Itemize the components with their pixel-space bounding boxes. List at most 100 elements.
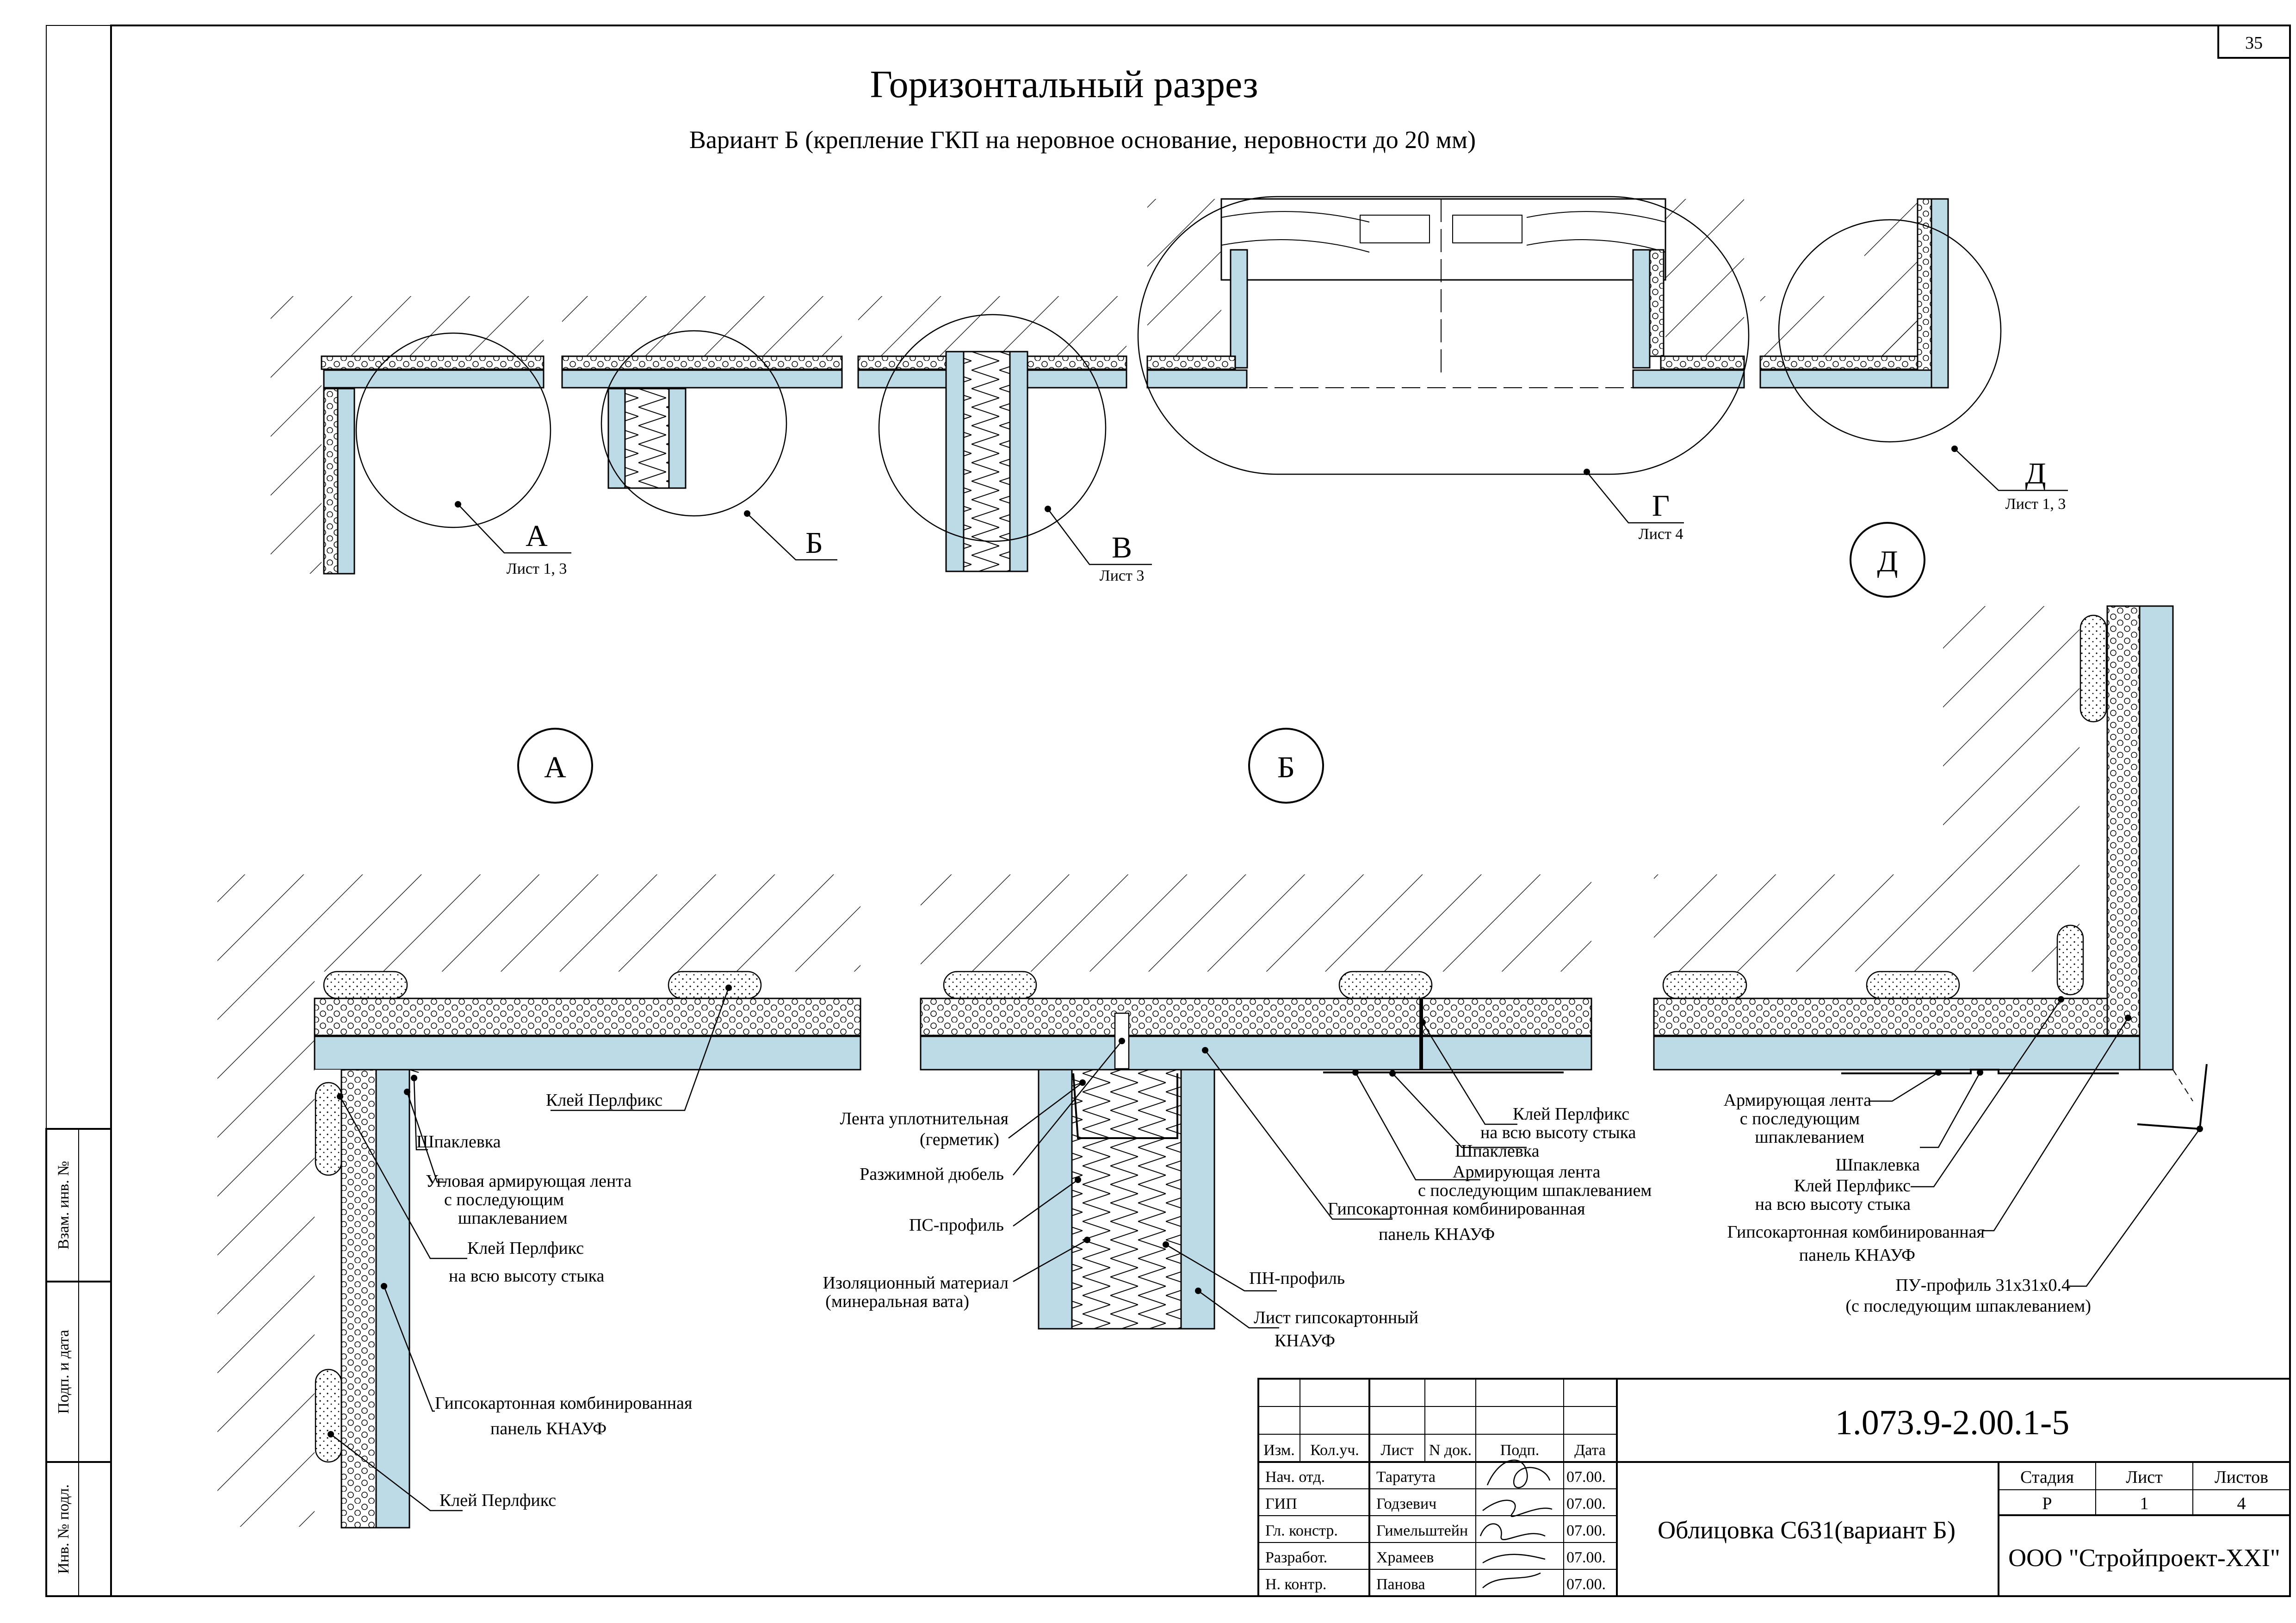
row4-date: 07.00. [1566, 1576, 1606, 1593]
row2-date: 07.00. [1566, 1522, 1606, 1539]
detail-d [1653, 605, 2174, 1074]
b-tape-1: Армирующая лента [1453, 1162, 1600, 1182]
callout-v-ref: Лист 3 [1100, 567, 1145, 584]
callout-g-ref: Лист 4 [1639, 526, 1683, 543]
sheets-value: 4 [2237, 1494, 2246, 1513]
callout-g-outline [1137, 196, 1750, 475]
b-panel-2: панель КНАУФ [1379, 1225, 1495, 1244]
row1-name: Годзевич [1376, 1495, 1436, 1512]
b-glue-1: Клей Перлфикс [1513, 1104, 1629, 1124]
callout-v-letter: В [1112, 531, 1132, 564]
stage-header: Стадия [2020, 1468, 2074, 1487]
b-panel-1: Гипсокартонная комбинированная [1328, 1199, 1585, 1219]
stamp-replace-inv: Взам. инв. № [55, 1161, 72, 1250]
col-list: Лист [1380, 1442, 1413, 1459]
detail-b [920, 874, 1592, 1330]
callout-d-ref: Лист 1, 3 [2005, 496, 2066, 513]
col-kol: Кол.уч. [1310, 1442, 1359, 1459]
sheets-header: Листов [2215, 1468, 2268, 1487]
inner-frame [110, 25, 2291, 1597]
a-corner-tape-3: шпаклеванием [458, 1208, 568, 1228]
a-glue-bottom: Клей Перлфикс [439, 1491, 556, 1510]
detail-a-labels: Клей Перлфикс Шпаклевка Угловая армирующ… [416, 1090, 692, 1510]
detail-marks: А Б Д [517, 522, 1925, 804]
d-pu-1: ПУ-профиль 31х31х0.4 [1895, 1276, 2070, 1295]
b-pn-profile: ПН-профиль [1249, 1269, 1345, 1288]
sheet-number-box [2217, 25, 2291, 59]
callout-a-ref: Лист 1, 3 [507, 560, 567, 577]
row0-date: 07.00. [1566, 1468, 1606, 1486]
a-glue-full-2: на всю высоту стыка [449, 1266, 605, 1286]
company-name: ООО "Стройпроект-XXI" [2008, 1544, 2280, 1572]
row1-role: ГИП [1265, 1495, 1297, 1512]
a-glue-full-1: Клей Перлфикс [467, 1239, 584, 1258]
d-glue-2: на всю высоту стыка [1755, 1195, 1911, 1214]
a-corner-tape-2: с последующим [444, 1190, 564, 1209]
overview-plan [271, 196, 2002, 575]
row2-name: Гимельштейн [1376, 1522, 1468, 1539]
detail-a-leaders [328, 985, 732, 1511]
a-glue-top: Клей Перлфикс [546, 1090, 662, 1110]
row3-role: Разработ. [1265, 1549, 1327, 1566]
b-sheet-1: Лист гипсокартонный [1254, 1308, 1418, 1327]
sheet-number: 35 [2245, 33, 2263, 53]
side-stamp: Взам. инв. № Подп. и дата Инв. № подл. [45, 1128, 112, 1597]
callout-a-letter: А [526, 519, 548, 553]
b-putty: Шпаклевка [1455, 1141, 1540, 1161]
callout-d-letter: Д [2025, 457, 2046, 490]
col-date: Дата [1574, 1442, 1606, 1459]
detail-mark-b: Б [1277, 750, 1295, 784]
row0-role: Нач. отд. [1265, 1468, 1325, 1486]
d-glue-1: Клей Перлфикс [1794, 1176, 1911, 1196]
a-panel-2: панель КНАУФ [490, 1419, 606, 1438]
b-tape-2: с последующим шпаклеванием [1418, 1181, 1652, 1200]
row2-role: Гл. констр. [1265, 1522, 1338, 1539]
overview-leaders [455, 446, 2068, 565]
drawing-title: Горизонтальный разрез [870, 63, 1258, 106]
a-panel-1: Гипсокартонная комбинированная [435, 1394, 692, 1413]
title-block-text: 1.073.9-2.00.1-5 Облицовка С631(вариант … [1263, 1403, 2280, 1593]
row4-name: Панова [1376, 1576, 1425, 1593]
a-corner-tape-1: Угловая армирующая лента [426, 1171, 631, 1191]
row1-date: 07.00. [1566, 1495, 1606, 1512]
b-ps-profile: ПС-профиль [909, 1215, 1004, 1235]
d-panel-2: панель КНАУФ [1799, 1245, 1915, 1265]
stamp-inv-original: Инв. № подл. [55, 1484, 72, 1574]
row3-name: Храмеев [1376, 1549, 1434, 1566]
col-izm: Изм. [1263, 1442, 1295, 1459]
detail-b-labels: Лента уплотнительная (герметик) Разжимно… [823, 1104, 1652, 1350]
detail-d-labels: Армирующая лента с последующим шпаклеван… [1724, 1090, 2091, 1316]
detail-mark-a: А [544, 750, 566, 784]
sheet-value: 1 [2140, 1494, 2149, 1513]
d-pu-2: (с последующим шпаклеванием) [1845, 1296, 2091, 1316]
col-podp: Подп. [1500, 1442, 1540, 1459]
doc-code: 1.073.9-2.00.1-5 [1835, 1403, 2070, 1442]
b-sheet-2: КНАУФ [1275, 1331, 1335, 1350]
detail-d-leaders [1869, 996, 2208, 1287]
b-seal-tape-1: Лента уплотнительная [840, 1109, 1009, 1128]
signatures [1479, 1459, 1553, 1588]
b-insulation-2: (минеральная вата) [825, 1292, 969, 1311]
detail-a [217, 874, 861, 1532]
stage-value: Р [2042, 1494, 2052, 1513]
b-glue-2: на всю высоту стыка [1480, 1123, 1636, 1142]
col-ndoc: N док. [1429, 1442, 1472, 1459]
detail-mark-d: Д [1877, 545, 1898, 578]
d-tape-1: Армирующая лента [1724, 1090, 1871, 1110]
doc-name: Облицовка С631(вариант Б) [1658, 1516, 1956, 1544]
callout-b-letter: Б [805, 526, 823, 560]
d-panel-1: Гипсокартонная комбинированная [1727, 1222, 1985, 1242]
d-putty: Шпаклевка [1835, 1155, 1920, 1175]
d-tape-2: с последующим [1740, 1109, 1860, 1128]
row3-date: 07.00. [1566, 1549, 1606, 1566]
a-putty: Шпаклевка [416, 1132, 501, 1152]
d-tape-3: шпаклеванием [1755, 1127, 1864, 1147]
drawing-subtitle: Вариант Б (крепление ГКП на неровное осн… [689, 126, 1476, 154]
stamp-sign-date: Подп. и дата [55, 1330, 72, 1414]
title-block [1257, 1378, 2291, 1597]
row4-role: Н. контр. [1265, 1576, 1326, 1593]
b-dowel: Разжимной дюбель [860, 1165, 1004, 1184]
b-seal-tape-2: (герметик) [920, 1130, 999, 1149]
b-insulation-1: Изоляционный материал [823, 1273, 1009, 1293]
